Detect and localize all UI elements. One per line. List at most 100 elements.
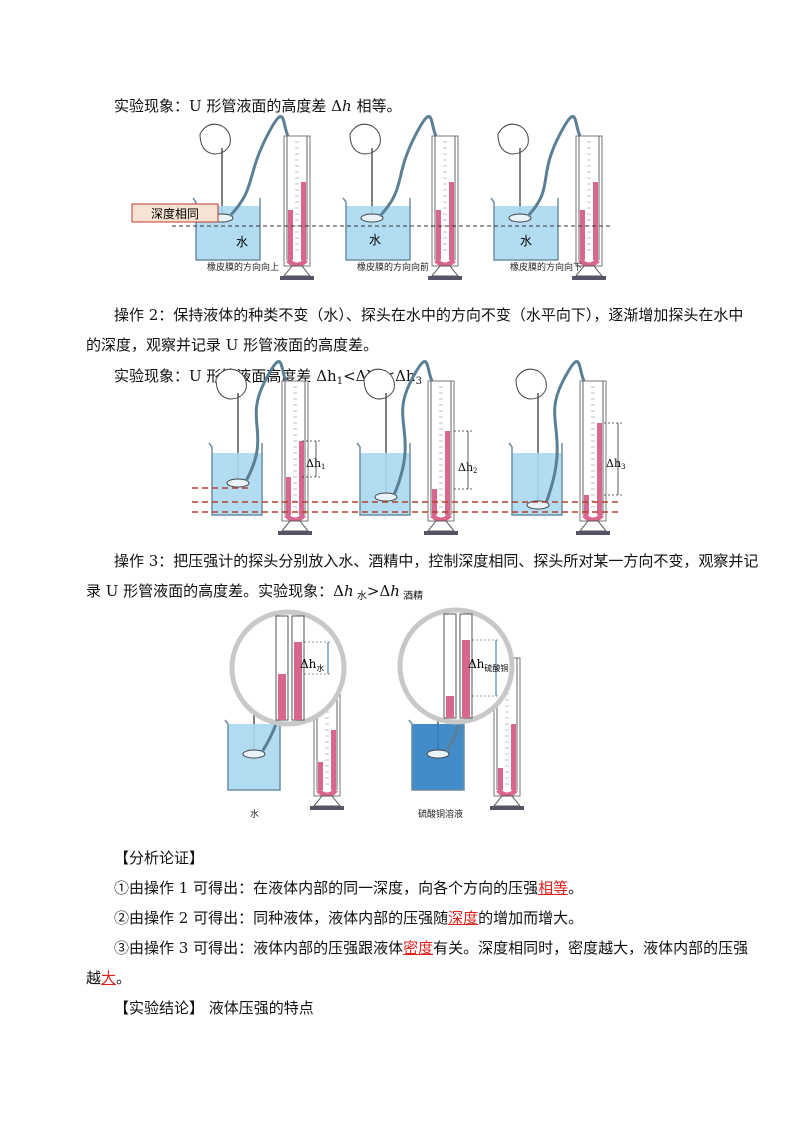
u-tube-bend <box>578 258 600 268</box>
u-tube-bend <box>316 788 338 798</box>
analysis-item-1: ①由操作 1 可得出：在液体内部的同一深度，向各个方向的压强相等。 <box>114 879 584 897</box>
beaker-liquid <box>494 206 558 260</box>
u-tube-stand <box>282 265 312 277</box>
operation-2-line1: 操作 2：保持液体的种类不变（水）、探头在水中的方向不变（水平向下），逐渐增加探… <box>114 306 744 324</box>
beaker <box>208 442 263 516</box>
hose <box>544 360 586 504</box>
water-label-3: 水 <box>520 234 532 248</box>
water-label-2: 水 <box>369 233 381 247</box>
u-tube-stand <box>426 520 456 532</box>
u-tube-board <box>427 380 455 522</box>
dh-cuso4-label: Δh硫酸铜 <box>468 657 508 673</box>
hose <box>244 360 288 482</box>
beaker <box>224 719 281 791</box>
u-tube-right-liquid <box>597 423 602 515</box>
probe-head <box>508 213 532 223</box>
u-tube-left-liquid <box>286 477 291 515</box>
u-tube-board <box>579 380 607 522</box>
operation-3-line2: 录 U 形管液面的高度差。实验现象：Δh 水>Δh 酒精 <box>86 582 424 602</box>
caption-front: 橡皮膜的方向向前 <box>357 261 429 273</box>
beaker <box>342 197 411 261</box>
u-tube-base <box>424 531 458 535</box>
operation-3-line1: 操作 3：把压强计的探头分别放入水、酒精中，控制深度相同、探头所对某一方向不变，… <box>114 552 759 570</box>
answer-density: 密度 <box>403 939 434 957</box>
hose <box>392 360 434 496</box>
beaker <box>408 719 465 791</box>
analysis-item-2: ②由操作 2 可得出：同种液体，液体内部的压强随深度的增加而增大。 <box>114 909 584 927</box>
zoom-liquid-left <box>278 674 286 720</box>
u-tube-board <box>431 135 459 267</box>
analysis-heading: 【分析论证】 <box>114 849 205 867</box>
hand-icon <box>199 123 231 155</box>
dh1-label: Δh1 <box>306 457 326 471</box>
u-tube-right-liquid <box>445 431 450 515</box>
depth-tag-box <box>131 203 219 223</box>
caption-up: 橡皮膜的方向向上 <box>207 261 279 273</box>
conclusion: 【实验结论】 液体压强的特点 <box>114 999 314 1017</box>
beaker-liquid <box>360 453 410 515</box>
dh-water-label: Δh水 <box>300 657 324 673</box>
u-tube-bend <box>496 788 518 798</box>
u-tube-base <box>428 276 462 280</box>
u-tube-base <box>278 531 312 535</box>
u-tube-right-liquid <box>299 441 304 515</box>
answer-large: 大 <box>101 969 117 987</box>
figure-3-density: Δh水 Δh硫酸铜 水 硫酸铜溶液 <box>224 607 524 820</box>
u-tube-board <box>283 135 311 267</box>
operation-2-line2: 的深度，观察并记录 U 形管液面的高度差。 <box>86 336 379 354</box>
u-tube-board <box>281 380 309 522</box>
depth-tag: 深度相同 <box>151 206 199 221</box>
caption-down: 橡皮膜的方向向下 <box>510 261 582 273</box>
hand-icon <box>515 368 547 400</box>
caption-cuso4: 硫酸铜溶液 <box>418 808 463 820</box>
u-tube-right-liquid <box>511 724 516 790</box>
answer-depth: 深度 <box>448 909 479 927</box>
hand-icon <box>349 123 381 155</box>
analysis-item-3-cont: 越大。 <box>86 969 132 987</box>
caption-water: 水 <box>250 808 259 820</box>
u-tube-right-liquid <box>593 182 598 260</box>
u-tube-stand <box>280 520 310 532</box>
probe-head <box>242 749 266 759</box>
u-tube-left-liquid <box>318 762 323 790</box>
zoom-liquid-right <box>462 640 470 718</box>
u-tube-stand <box>312 795 342 807</box>
u-tube-base <box>310 806 344 810</box>
beaker <box>508 442 563 516</box>
observation-1: 实验现象：U 形管液面的高度差 Δh 相等。 <box>114 97 402 115</box>
zoom-liquid-left <box>446 696 454 718</box>
dh2-label: Δh2 <box>458 461 478 475</box>
u-tube-left-liquid <box>584 495 589 515</box>
u-tube-stand <box>578 520 608 532</box>
u-tube-base <box>490 806 524 810</box>
hand-icon <box>215 368 247 400</box>
answer-equal: 相等 <box>538 879 569 897</box>
probe-head <box>360 213 384 223</box>
hose <box>378 115 438 218</box>
hand-icon <box>363 368 395 400</box>
hose <box>526 115 582 218</box>
figure-1-direction: 深度相同 水 水 水 橡皮膜的方向向上 橡皮膜的方向向前 橡皮膜的方向向下 <box>131 115 612 280</box>
probe-head <box>426 749 450 759</box>
u-tube-base <box>576 531 610 535</box>
u-tube-left-liquid <box>580 210 585 260</box>
water-label-1: 水 <box>236 235 248 249</box>
beaker <box>192 197 261 261</box>
u-tube-left-liquid <box>288 210 293 260</box>
u-tube-board <box>575 135 603 267</box>
beaker <box>490 197 559 261</box>
u-tube-bend <box>286 258 308 268</box>
hand-icon <box>497 123 529 155</box>
u-tube-right-liquid <box>449 182 454 260</box>
u-tube-left-liquid <box>498 768 503 790</box>
beaker <box>356 442 411 516</box>
u-tube-right-liquid <box>331 730 336 790</box>
u-tube-base <box>572 276 606 280</box>
zoom-liquid-right <box>294 642 302 720</box>
u-tube-bend <box>582 513 604 523</box>
u-tube-bend <box>434 258 456 268</box>
u-tube-left-liquid <box>436 210 441 260</box>
u-tube-base <box>280 276 314 280</box>
u-tube-bend <box>430 513 452 523</box>
u-tube-right-liquid <box>301 182 306 260</box>
